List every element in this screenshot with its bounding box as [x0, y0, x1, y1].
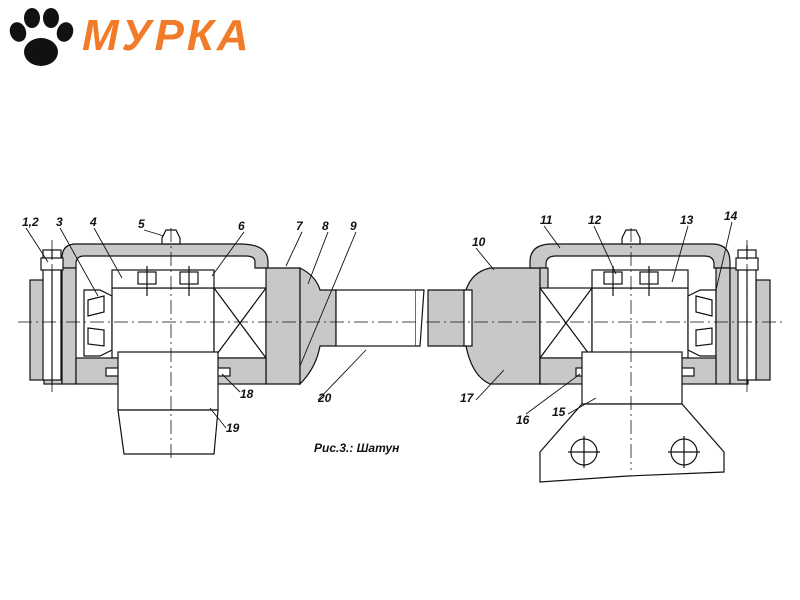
left-shaft [117, 351, 219, 411]
label-10: 10 [472, 235, 486, 249]
label-6: 6 [238, 219, 245, 233]
label-4: 4 [89, 215, 97, 229]
label-8: 8 [322, 219, 329, 233]
label-17: 17 [460, 391, 475, 405]
left-housing [61, 243, 269, 269]
rod [335, 289, 417, 347]
label-3: 3 [56, 215, 63, 229]
label-13: 13 [680, 213, 694, 227]
label-16: 16 [516, 413, 530, 427]
label-18: 18 [240, 387, 254, 401]
label-5: 5 [138, 217, 145, 231]
figure-caption: Рис.3.: Шатун [314, 441, 400, 455]
right-bracket [539, 403, 725, 483]
left-end-cap [29, 279, 45, 381]
paw-icon [9, 8, 74, 66]
label-15: 15 [552, 405, 566, 419]
label-12: 12 [588, 213, 602, 227]
label-20: 20 [317, 391, 332, 405]
logo: МУРКА [0, 0, 320, 80]
label-7: 7 [296, 219, 304, 233]
label-14: 14 [724, 209, 738, 223]
label-19: 19 [226, 421, 240, 435]
label-11: 11 [540, 213, 553, 227]
label-9: 9 [350, 219, 357, 233]
logo-text: МУРКА [82, 11, 252, 60]
label-1-2: 1,2 [22, 215, 39, 229]
